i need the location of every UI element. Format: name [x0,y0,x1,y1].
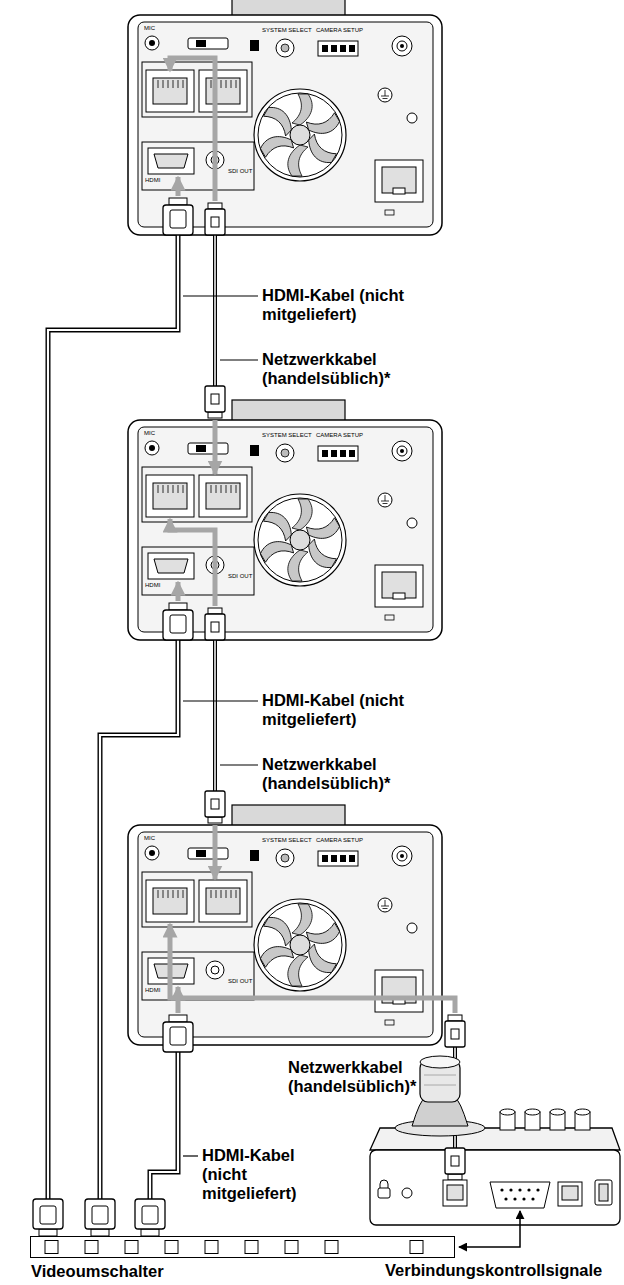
port-name: MIC [144,835,155,842]
port-name: MIC [144,25,155,32]
port-name: SYSTEM SELECT [262,837,312,844]
port-name: CAMERA SETUP [316,27,363,34]
cable-label: HDMI-Kabel (nicht mitgeliefert) [262,691,452,729]
port-name: HDMI [145,582,160,589]
cable-label: Netzwerkkabel (handelsüblich)* [262,755,452,793]
port-name: SYSTEM SELECT [262,432,312,439]
signal-label: Verbindungskontrollsignale [385,1261,602,1280]
cable-label: HDMI-Kabel (nicht mitgeliefert) [202,1146,324,1203]
port-name: SDI OUT [228,168,252,175]
video-switcher: Videoumschalter [30,1236,455,1258]
cable-label: Netzwerkkabel (handelsüblich)* [262,350,452,388]
port-name: SDI OUT [228,573,252,580]
port-name: MIC [144,430,155,437]
port-name: CAMERA SETUP [316,432,363,439]
port-name: SYSTEM SELECT [262,27,312,34]
cable-label: Netzwerkkabel (handelsüblich)* [288,1058,446,1096]
port-name: CAMERA SETUP [316,837,363,844]
device-name: Videoumschalter [31,1262,164,1281]
port-name: HDMI [145,177,160,184]
cable-label: HDMI-Kabel (nicht mitgeliefert) [262,286,452,324]
port-name: HDMI [145,987,160,994]
port-name: SDI OUT [228,978,252,985]
